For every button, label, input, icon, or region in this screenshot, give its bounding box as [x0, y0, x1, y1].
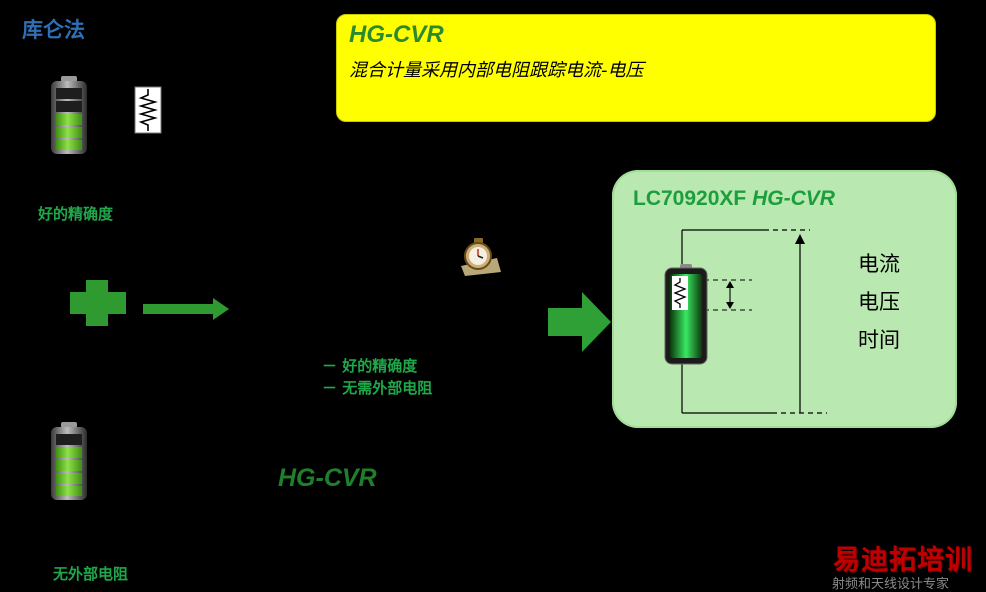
- bullet-no-external-resistor: － 无需外部电阻: [322, 379, 433, 397]
- plus-icon: [70, 280, 126, 326]
- accuracy-caption: 好的精确度: [38, 205, 114, 223]
- mode-name: HG-CVR: [752, 187, 835, 210]
- label-voltage: 电压: [858, 290, 900, 314]
- summary-subtitle: 混合计量采用内部电阻跟踪电流-电压: [349, 60, 644, 81]
- bullet-accuracy: － 好的精确度: [322, 357, 418, 375]
- arrow-right-icon: [143, 298, 229, 320]
- panel-title: LC70920XF HG-CVR: [633, 187, 835, 211]
- big-arrow-right-icon: [548, 292, 611, 352]
- hgcvr-summary-box: HG-CVR 混合计量采用内部电阻跟踪电流-电压: [336, 14, 936, 122]
- stopwatch-icon: [461, 238, 501, 276]
- watermark-tagline: 射频和天线设计专家: [832, 577, 950, 592]
- measurement-diagram: [664, 229, 827, 414]
- label-time: 时间: [858, 328, 900, 352]
- summary-title: HG-CVR: [349, 21, 444, 48]
- model-name: LC70920XF: [633, 187, 747, 210]
- page-title: 库仑法: [22, 18, 85, 42]
- no-resistor-caption: 无外部电阻: [53, 565, 129, 583]
- battery-icon: [51, 422, 87, 500]
- label-current: 电流: [858, 252, 900, 276]
- battery-full-icon: [51, 76, 87, 154]
- lc70920xf-panel: LC70920XF HG-CVR: [612, 170, 957, 428]
- resistor-icon: [134, 86, 162, 134]
- method-label: HG-CVR: [278, 464, 377, 492]
- watermark-logo: 易迪拓培训: [833, 545, 973, 576]
- glowing-battery-icon: [664, 264, 708, 365]
